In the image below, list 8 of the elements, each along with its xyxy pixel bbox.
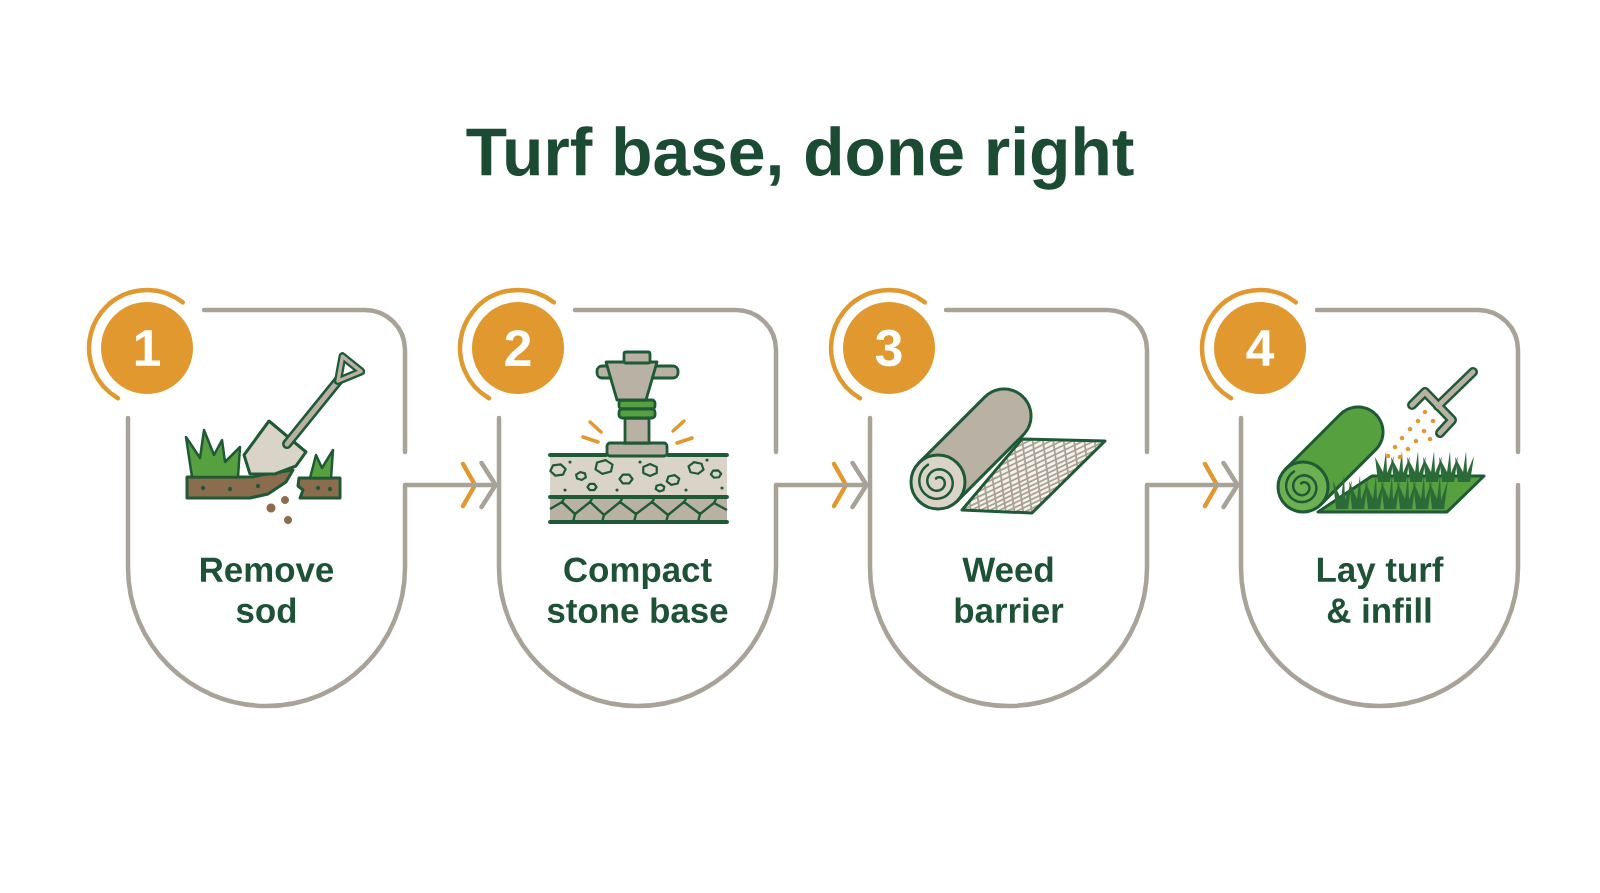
arrow: [402, 460, 498, 510]
title: Turf base, done right: [466, 126, 1134, 190]
number-badge: 1: [86, 287, 193, 401]
number-badge: 4: [1199, 287, 1306, 401]
arrow: [1144, 460, 1240, 510]
arrow: [773, 460, 869, 510]
number-badge: 3: [828, 287, 935, 401]
number-badge: 2: [457, 287, 564, 401]
